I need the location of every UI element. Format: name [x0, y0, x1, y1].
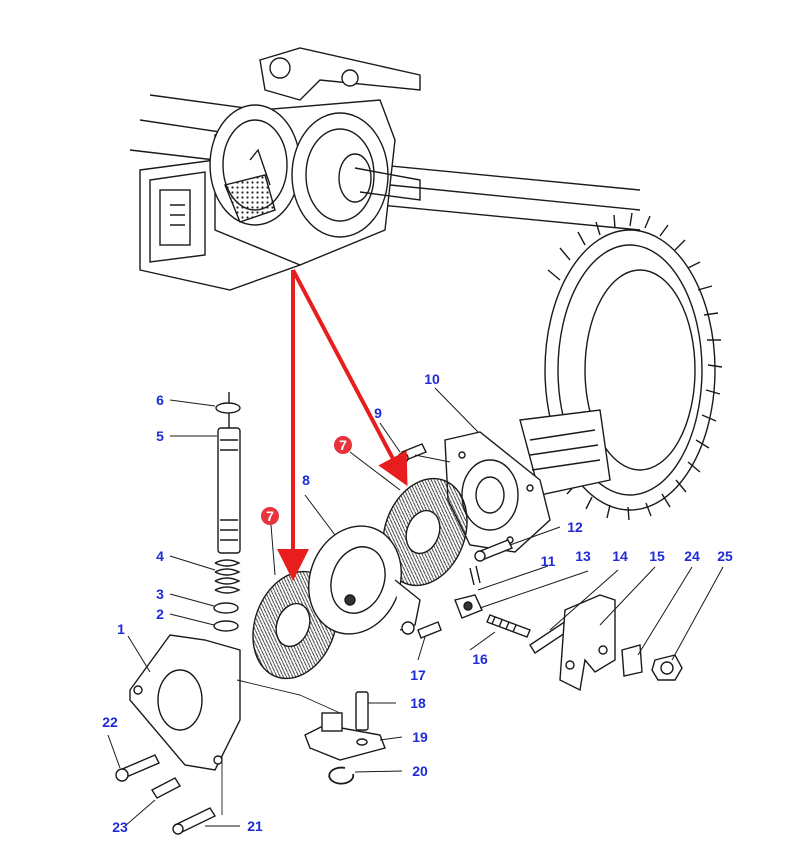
label-part-18: 18: [410, 695, 426, 711]
part-3-washer: [213, 602, 239, 614]
label-part-10: 10: [424, 371, 440, 387]
part-20-circlip: [328, 766, 355, 785]
label-part-25: 25: [717, 548, 733, 564]
label-part-15: 15: [649, 548, 665, 564]
part-24-washer: [621, 644, 643, 677]
label-part-16: 16: [472, 651, 488, 667]
label-part-23: 23: [112, 819, 128, 835]
part-12-bolt: [474, 539, 513, 562]
label-part-8: 8: [302, 472, 310, 488]
part-18-pin: [355, 691, 369, 731]
part-21-bolt: [172, 807, 217, 835]
label-part-3: 3: [156, 586, 164, 602]
marker-7-upper: 7: [334, 436, 401, 491]
part-19-bracket: [304, 712, 386, 761]
part-22-bolt: [115, 754, 160, 782]
label-part-12: 12: [567, 519, 583, 535]
label-part-24: 24: [684, 548, 700, 564]
label-part-5: 5: [156, 428, 164, 444]
assembly-guide-lines: [221, 454, 451, 815]
part-11-pin: [469, 565, 481, 586]
label-part-19: 19: [412, 729, 428, 745]
part-1-mounting-plate: [129, 634, 241, 771]
label-part-6: 6: [156, 392, 164, 408]
part-13-clevis: [454, 594, 483, 619]
part-number-labels: 6 5 4 3 2 1 8 9 10 11 12 13 14 15 16 17 …: [102, 371, 733, 835]
part-25-nut: [651, 654, 683, 681]
label-part-2: 2: [156, 606, 164, 622]
red-indicator-arrows: [277, 269, 408, 581]
crown-wheel-illustration: [519, 212, 723, 521]
label-part-4: 4: [156, 548, 164, 564]
part-23-pin: [151, 777, 181, 799]
label-part-9: 9: [374, 405, 382, 421]
part-5-shaft: [217, 392, 241, 554]
label-part-22: 22: [102, 714, 118, 730]
label-part-13: 13: [575, 548, 591, 564]
part-16-threaded-rod: [486, 614, 531, 638]
label-part-21: 21: [247, 818, 263, 834]
label-part-14: 14: [612, 548, 628, 564]
label-part-1: 1: [117, 621, 125, 637]
part-17-pin: [417, 621, 442, 639]
part-15-lever-bracket: [559, 594, 616, 692]
part-7-friction-disc-upper: [382, 477, 468, 587]
label-part-11: 11: [541, 553, 556, 569]
label-part-20: 20: [412, 763, 428, 779]
transmission-housing-illustration: [129, 47, 641, 291]
part-8-actuator-assembly: [308, 525, 421, 635]
part-2-washer: [213, 620, 239, 632]
marker-7-lower-label: 7: [266, 508, 274, 524]
marker-7-lower: 7: [261, 507, 279, 576]
part-10-flange-housing: [444, 431, 551, 553]
callout-leader-lines: [107, 387, 724, 827]
marker-7-upper-label: 7: [339, 437, 347, 453]
part-9-bolt: [397, 443, 427, 464]
label-part-17: 17: [410, 667, 426, 683]
part-4-spring: [214, 559, 241, 594]
part-6-washer: [215, 402, 241, 414]
